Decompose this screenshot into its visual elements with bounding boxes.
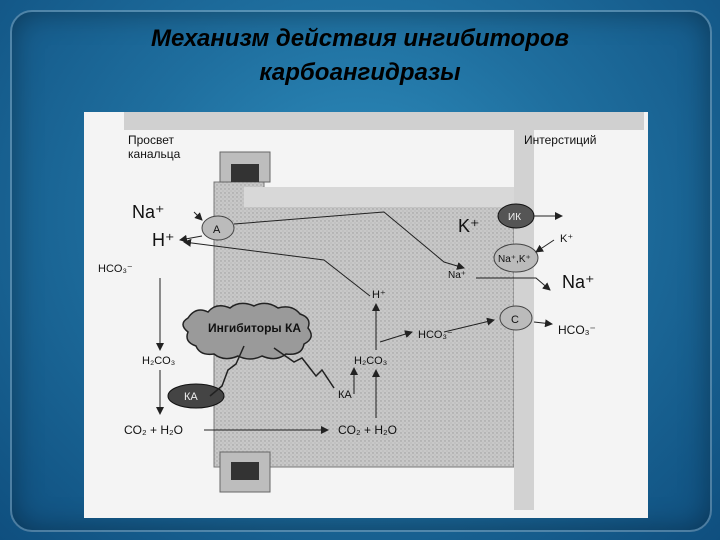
na-plus-right: Na⁺	[562, 272, 595, 292]
na-influx-arrow	[193, 211, 203, 221]
na-efflux-arrow	[476, 277, 551, 291]
carbonic-anhydrase-diagram: Просвет канальца Интерстиций Na⁺ H⁺ A HC…	[84, 112, 648, 518]
diagram-svg: Просвет канальца Интерстиций Na⁺ H⁺ A HC…	[98, 112, 644, 510]
junction-dark-bottom	[231, 462, 259, 480]
interstitium-label: Интерстиций	[524, 133, 596, 147]
na-plus-inner: Na⁺	[448, 270, 466, 281]
na-transcellular-path	[233, 211, 465, 270]
k-plus-small: K⁺	[560, 233, 573, 245]
h-plus-inner: H⁺	[372, 289, 386, 301]
na-plus-left: Na⁺	[132, 202, 165, 222]
luminal-ka-label: КА	[184, 391, 198, 403]
h2co3-inner: H₂CO₃	[354, 355, 387, 367]
hco3-right: HCO₃⁻	[558, 323, 596, 337]
na-k-pump	[493, 243, 539, 273]
luminal-ka-enzyme	[167, 383, 225, 409]
transporter-a	[201, 215, 235, 241]
inhibitors-label: Ингибиторы КА	[208, 321, 301, 335]
hco3-to-c-arrow	[443, 317, 495, 333]
inhibit-zigzag-right	[273, 347, 335, 389]
transporter-c-label: C	[511, 314, 519, 326]
slide-title: Механизм действия ингибиторов карбоангид…	[0, 22, 720, 90]
h2co3-left: H₂CO₃	[142, 355, 175, 367]
h-secretion-path	[183, 238, 371, 297]
junction-dark-top	[231, 164, 259, 182]
ka-inner: КА	[338, 389, 352, 401]
title-line-2: карбоангидразы	[259, 59, 461, 86]
h-plus-left: H⁺	[152, 230, 175, 250]
transporter-a-label: A	[213, 224, 221, 236]
na-k-pump-label: Na⁺,K⁺	[498, 254, 531, 265]
ik-label: ИК	[508, 212, 521, 223]
inhibit-zigzag-left	[209, 345, 245, 397]
h2co3-to-hco3-arrow	[379, 330, 413, 343]
k-plus-right: K⁺	[458, 216, 480, 236]
lumen-label-1: Просвет	[128, 133, 174, 147]
hco3-exit-arrow	[533, 319, 553, 328]
title-line-1: Механизм действия ингибиторов	[150, 25, 570, 52]
co2-h2o-inner: CO₂ + H₂O	[338, 423, 397, 437]
lumen-label-2: канальца	[128, 147, 181, 161]
cell-top-edge	[244, 187, 514, 207]
h-efflux-arrow	[179, 234, 203, 243]
k-uptake-arrow	[535, 239, 555, 253]
top-membrane	[124, 112, 644, 130]
transporter-c	[499, 305, 533, 331]
hco3-left: HCO₃⁻	[98, 263, 133, 275]
inhibitors-cloud	[182, 302, 312, 360]
slide-frame	[10, 10, 712, 532]
co2-h2o-left: CO₂ + H₂O	[124, 423, 183, 437]
